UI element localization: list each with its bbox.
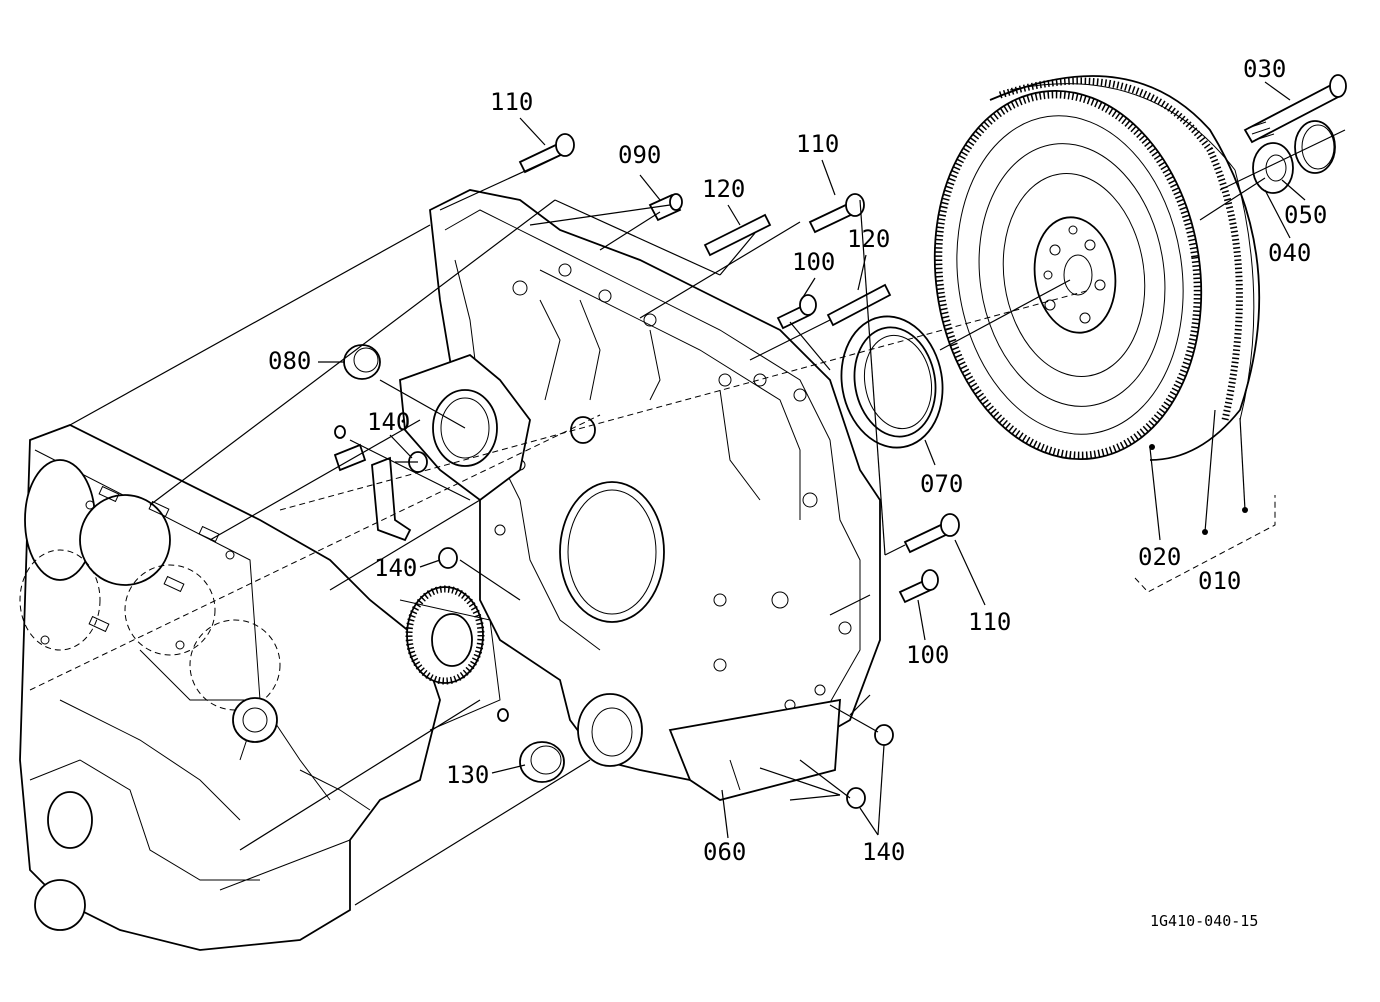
label-110-center: 110	[796, 130, 839, 158]
flywheel-bolt	[1243, 74, 1347, 144]
plug-130	[519, 741, 565, 783]
alignment-lines	[29, 129, 1346, 906]
bolt-100-lower	[898, 569, 939, 604]
label-070: 070	[920, 470, 963, 498]
label-110-right: 110	[968, 608, 1011, 636]
label-140-lower: 140	[862, 838, 905, 866]
part-labels: 110 090 120 110 100 120 080 140 140 130 …	[268, 55, 1327, 930]
snap-ring	[1294, 120, 1336, 174]
oil-seal	[840, 315, 944, 449]
label-140-upper: 140	[367, 408, 410, 436]
label-100-lower: 100	[906, 641, 949, 669]
bolt-100-upper	[776, 294, 817, 330]
label-090: 090	[618, 141, 661, 169]
gear-case	[429, 189, 881, 801]
stud-120-left	[703, 213, 772, 257]
label-120-left: 120	[702, 175, 745, 203]
label-030: 030	[1243, 55, 1286, 83]
label-060: 060	[703, 838, 746, 866]
bolt-110-mid	[808, 193, 865, 234]
label-040: 040	[1268, 239, 1311, 267]
label-080: 080	[268, 347, 311, 375]
drawing-code: 1G410-040-15	[1150, 912, 1258, 930]
timing-gear	[399, 585, 501, 731]
label-120-right: 120	[847, 225, 890, 253]
bolt-110-top	[518, 133, 575, 174]
label-050: 050	[1284, 201, 1327, 229]
bolt-110-right	[903, 513, 960, 554]
flywheel	[933, 75, 1261, 461]
bracket	[333, 425, 509, 722]
label-010: 010	[1198, 567, 1241, 595]
engine-block	[19, 424, 441, 951]
stud-120-right	[826, 283, 892, 327]
label-130-text: 130	[446, 761, 489, 789]
leader-lines	[318, 81, 1306, 839]
label-110-left: 110	[490, 88, 533, 116]
label-100-upper: 100	[792, 248, 835, 276]
label-020: 020	[1138, 543, 1181, 571]
plug-080	[343, 344, 381, 380]
label-140-middle: 140	[374, 554, 417, 582]
bearing	[1252, 142, 1294, 194]
